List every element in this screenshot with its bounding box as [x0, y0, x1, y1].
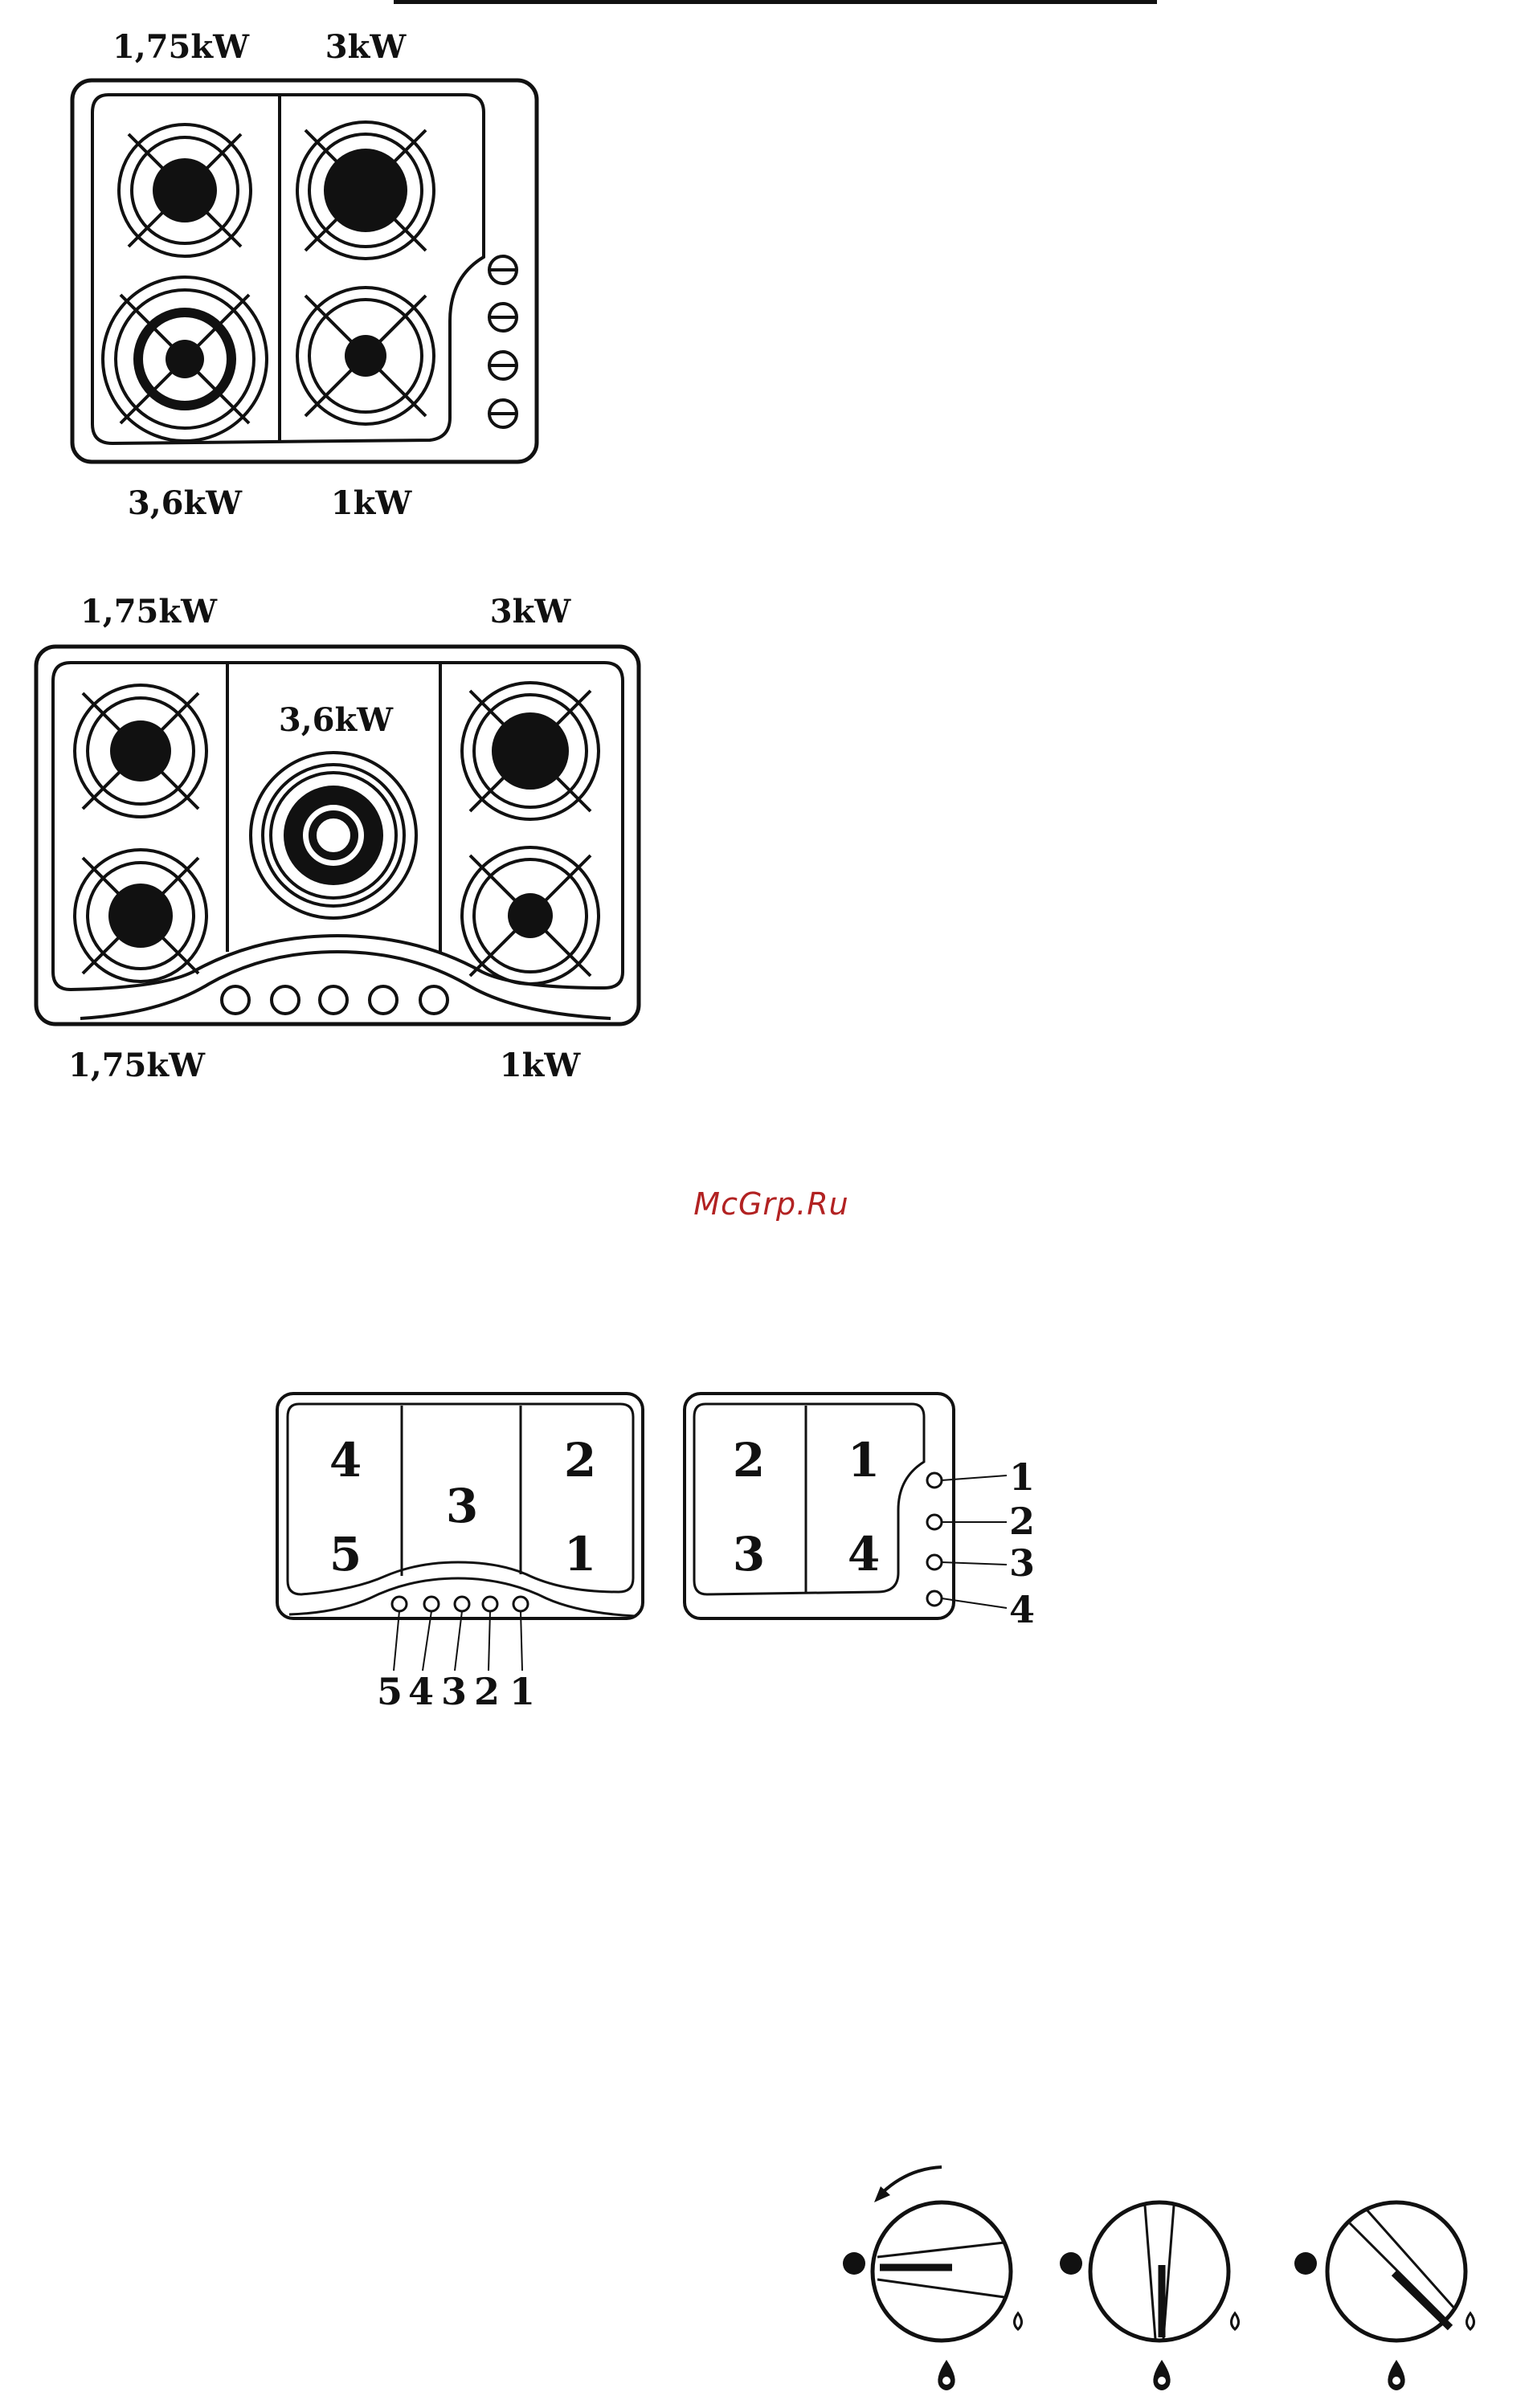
power-label-top-left: 1,75kW	[112, 28, 250, 66]
knob-indicator	[1394, 2273, 1450, 2328]
large-flame-icon	[1153, 2360, 1170, 2390]
burner-bottom-left	[103, 277, 267, 441]
knob-position-off	[843, 2167, 1022, 2390]
burner-top-left	[75, 685, 206, 817]
knob-4	[489, 400, 517, 427]
burner-bottom-right	[297, 288, 434, 424]
knob-number-1: 1	[1009, 1455, 1035, 1499]
zone-number-top-left: 2	[733, 1433, 765, 1488]
zone-number-bottom-right: 1	[564, 1527, 596, 1582]
knob-1	[489, 256, 517, 284]
knob-5	[392, 1597, 407, 1611]
knob-2	[483, 1597, 497, 1611]
knob-number-5: 5	[377, 1670, 403, 1713]
zone-number-bottom-left: 3	[733, 1527, 765, 1582]
knob-1	[927, 1473, 942, 1488]
knob-3	[320, 986, 347, 1014]
schema-frame-outer	[685, 1394, 954, 1618]
hob-diagram-5-burner: 1,75kW 3kW 3,6kW 1,75kW 1kW	[36, 593, 639, 1084]
zone-number-bottom-right: 4	[848, 1527, 880, 1582]
knob-number-4: 4	[1009, 1588, 1035, 1631]
power-label-bottom-left: 1,75kW	[68, 1047, 206, 1084]
power-label-bottom-left: 3,6kW	[128, 484, 243, 522]
knob-2	[489, 304, 517, 331]
knob-number-3: 3	[441, 1670, 467, 1713]
knob-2	[927, 1515, 942, 1529]
power-label-center: 3,6kW	[279, 701, 394, 739]
control-knobs-front	[222, 986, 448, 1014]
zone-number-top-left: 4	[329, 1433, 362, 1488]
burner-center-wok	[251, 753, 416, 918]
knob-number-4: 4	[408, 1670, 434, 1713]
power-label-bottom-right: 1kW	[500, 1047, 582, 1084]
large-flame-icon	[938, 2360, 955, 2390]
knob-3	[489, 352, 517, 379]
knob-number-1: 1	[509, 1670, 535, 1713]
knob-number-2: 2	[1009, 1500, 1035, 1543]
hob-diagram-4-burner: 1,75kW 3kW 3,6kW 1kW	[72, 28, 537, 522]
small-flame-icon	[1015, 2313, 1022, 2329]
reference-dot-icon	[843, 2252, 865, 2275]
knob-3	[455, 1597, 469, 1611]
zone-number-center: 3	[446, 1479, 478, 1533]
small-flame-icon	[1232, 2313, 1239, 2329]
power-label-top-right: 3kW	[325, 28, 407, 66]
knob-1	[222, 986, 249, 1014]
schema-knobs	[392, 1597, 528, 1671]
knob-2	[272, 986, 299, 1014]
burner-bottom-left	[75, 850, 206, 982]
knob-position-max	[1060, 2202, 1239, 2390]
knob-4	[424, 1597, 439, 1611]
burner-top-right	[462, 683, 599, 819]
numbering-schema-5-zone: 4 5 3 2 1 5 4 3 2 1	[277, 1394, 643, 1713]
knob-number-2: 2	[474, 1670, 500, 1713]
reference-dot-icon	[1060, 2252, 1082, 2275]
burner-bottom-right	[462, 847, 599, 984]
large-flame-icon	[1388, 2360, 1404, 2390]
knob-4	[927, 1591, 942, 1606]
power-label-bottom-right: 1kW	[331, 484, 413, 522]
reference-dot-icon	[1294, 2252, 1317, 2275]
knob-3	[927, 1555, 942, 1569]
burner-top-right	[297, 122, 434, 259]
knob-positions	[843, 2167, 1474, 2390]
power-label-top-right: 3kW	[490, 593, 572, 631]
knob-1	[513, 1597, 528, 1611]
zone-number-top-right: 1	[848, 1433, 880, 1488]
power-label-top-left: 1,75kW	[80, 593, 218, 631]
control-knobs-side	[489, 256, 517, 427]
watermark: McGrp.Ru	[693, 1186, 848, 1222]
schema-knobs	[927, 1473, 1007, 1608]
rotation-arrow-icon	[882, 2167, 942, 2193]
knob-5	[420, 986, 448, 1014]
numbering-schema-4-zone: 2 3 1 4 1 2 3 4	[685, 1394, 1035, 1631]
knob-position-min	[1294, 2202, 1474, 2390]
schema-frame-inner	[694, 1404, 924, 1594]
knob-4	[370, 986, 397, 1014]
zone-number-bottom-left: 5	[329, 1527, 362, 1582]
zone-number-top-right: 2	[564, 1433, 596, 1488]
small-flame-icon	[1467, 2313, 1474, 2329]
burner-top-left	[119, 124, 251, 256]
knob-number-3: 3	[1009, 1541, 1035, 1585]
